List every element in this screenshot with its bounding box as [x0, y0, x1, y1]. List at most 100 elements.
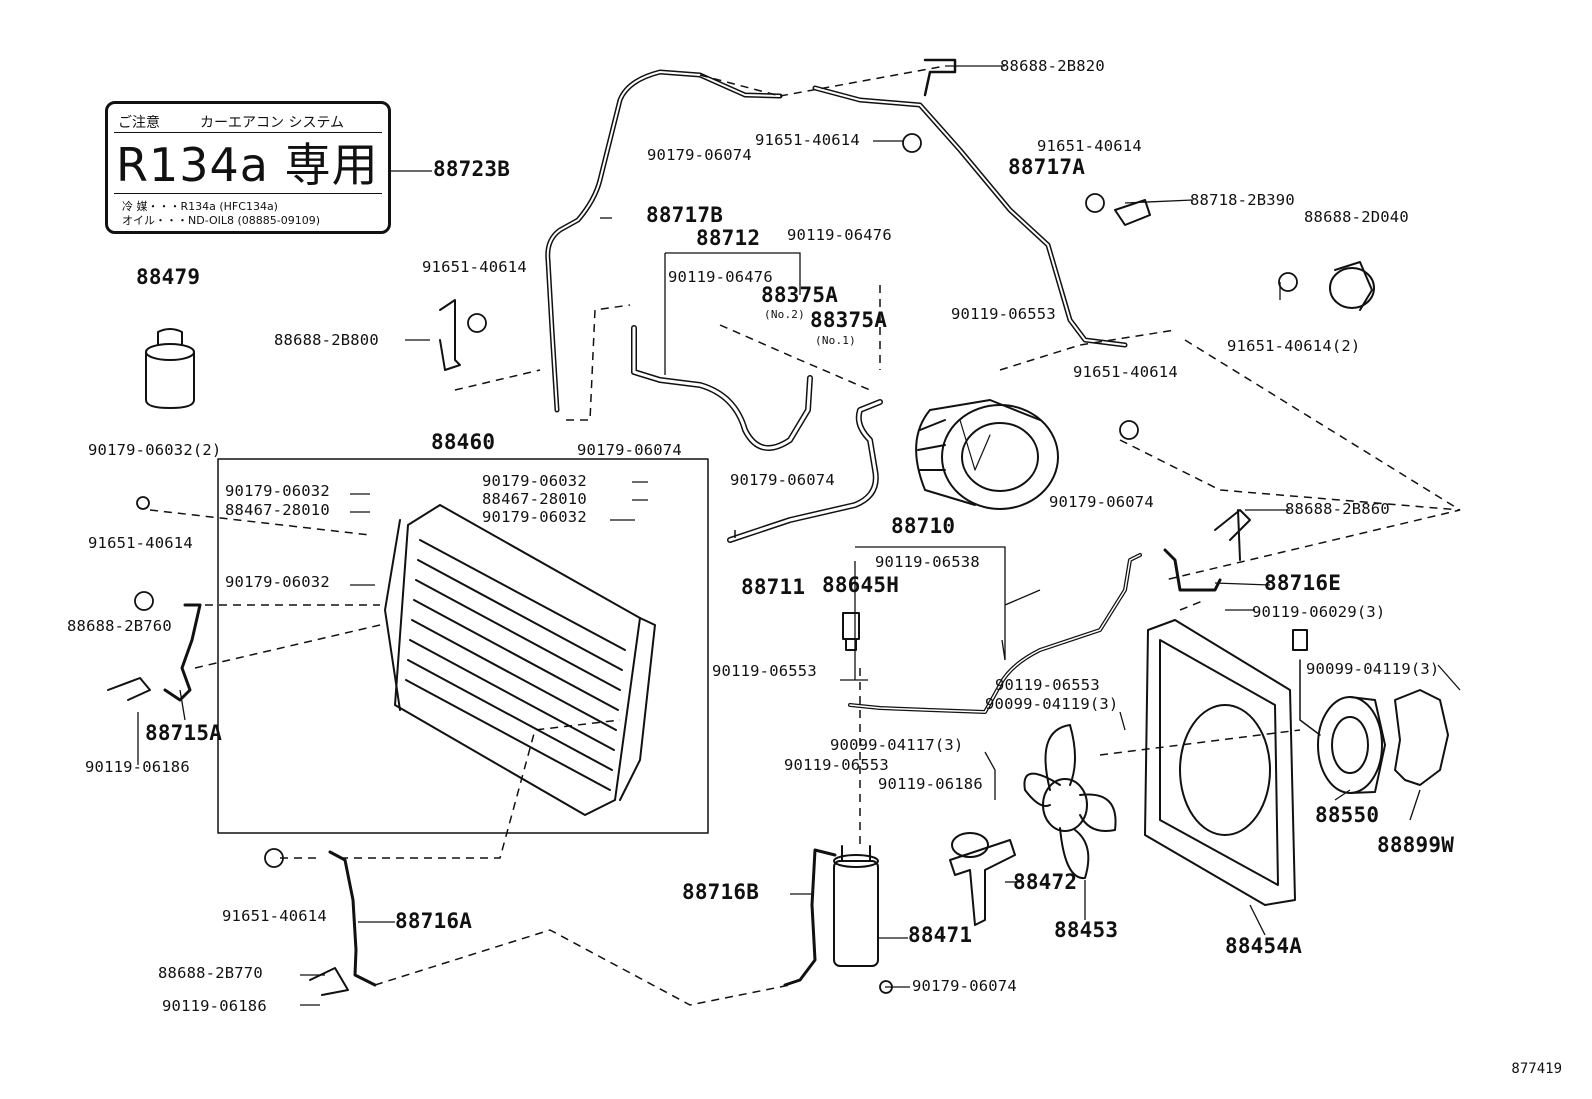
bolt-marker-icon — [902, 133, 922, 153]
part-label[interactable]: 88471 — [908, 923, 973, 947]
label-refrigerant-type: 冷 媒・・・R134a (HFC134a) — [122, 200, 278, 213]
part-label[interactable]: 90119-06186 — [162, 997, 267, 1015]
fan-shroud-88454A-icon — [1144, 619, 1296, 906]
part-label[interactable]: 88688-2B800 — [274, 331, 379, 349]
part-label[interactable]: 91651-40614 — [222, 907, 327, 925]
part-label[interactable]: 88717A — [1008, 155, 1086, 179]
part-label[interactable]: 90099-04119(3) — [985, 695, 1119, 713]
bolt-marker-icon — [134, 591, 154, 611]
condenser-icon — [384, 504, 656, 816]
part-label[interactable]: 90179-06032 — [482, 472, 587, 490]
part-label[interactable]: 91651-40614 — [88, 534, 193, 552]
part-label[interactable]: 88375A — [761, 283, 839, 307]
receiver-88471-icon — [833, 845, 879, 967]
nut-icon — [136, 496, 150, 510]
part-label[interactable]: 88716A — [395, 909, 473, 933]
clamp-88688-2D040-icon — [1329, 261, 1375, 311]
hose-88712-icon — [631, 325, 813, 451]
part-label[interactable]: 88715A — [145, 721, 223, 745]
label-system: カーエアコン システム — [200, 115, 345, 131]
pipe-88716E-icon — [1163, 548, 1222, 592]
motor-cover-88899W-icon — [1394, 689, 1449, 786]
part-label[interactable]: 91651-40614 — [1037, 137, 1142, 155]
bracket-88718-2B390-icon — [1114, 199, 1151, 226]
part-label[interactable]: 90179-06074 — [647, 146, 752, 164]
bolt-marker-icon — [467, 313, 487, 333]
part-label[interactable]: 90119-06029(3) — [1252, 603, 1386, 621]
part-label[interactable]: 91651-40614 — [755, 131, 860, 149]
part-label[interactable]: 90099-04117(3) — [830, 736, 964, 754]
pipe-88716B-icon — [783, 848, 837, 987]
fan-motor-88550-icon — [1292, 629, 1386, 794]
bracket-88688-2B820-icon — [923, 58, 957, 97]
part-label[interactable]: 90179-06074 — [912, 977, 1017, 995]
part-label[interactable]: 90099-04119(3) — [1306, 660, 1440, 678]
part-label[interactable]: 88688-2B770 — [158, 964, 263, 982]
bracket-88688-2B770-icon — [309, 967, 349, 996]
part-label[interactable]: 91651-40614 — [1073, 363, 1178, 381]
part-sublabel: (No.2) — [764, 308, 805, 321]
part-label[interactable]: 91651-40614 — [422, 258, 527, 276]
label-refrigerant-main: R134a 専用 — [116, 138, 379, 192]
fan-88453-icon — [1023, 724, 1117, 880]
bolt-marker-icon — [1119, 420, 1139, 440]
part-label[interactable]: 88688-2B860 — [1285, 500, 1390, 518]
part-label[interactable]: 90119-06538 — [875, 553, 980, 571]
part-label[interactable]: 90119-06553 — [784, 756, 889, 774]
part-label[interactable]: 88467-28010 — [225, 501, 330, 519]
part-sublabel: (No.1) — [815, 334, 856, 347]
part-label[interactable]: 90179-06032 — [225, 482, 330, 500]
part-label[interactable]: 90119-06553 — [951, 305, 1056, 323]
part-label[interactable]: 88453 — [1054, 918, 1119, 942]
part-label[interactable]: 88375A — [810, 308, 888, 332]
part-label[interactable]: 88479 — [136, 265, 201, 289]
part-label[interactable]: 90179-06074 — [577, 441, 682, 459]
fan-bracket-88472-icon — [949, 832, 1016, 926]
part-label[interactable]: 88550 — [1315, 803, 1380, 827]
part-label[interactable]: 90179-06074 — [730, 471, 835, 489]
part-label[interactable]: 88710 — [891, 514, 956, 538]
receiver-drier-icon — [145, 328, 195, 409]
part-label[interactable]: 88712 — [696, 226, 761, 250]
bolt-marker-icon — [1085, 193, 1105, 213]
part-label[interactable]: 88467-28010 — [482, 490, 587, 508]
label-caution: ご注意 — [118, 115, 160, 131]
part-label[interactable]: 88688-2B760 — [67, 617, 172, 635]
part-label[interactable]: 88688-2B820 — [1000, 57, 1105, 75]
part-label[interactable]: 90119-06476 — [668, 268, 773, 286]
label-oil-type: オイル・・・ND-OIL8 (08885-09109) — [122, 214, 321, 227]
pipe-88715A-icon — [163, 603, 202, 702]
part-label[interactable]: 88716E — [1264, 571, 1342, 595]
part-label[interactable]: 90179-06032(2) — [88, 441, 222, 459]
part-label[interactable]: 88716B — [682, 880, 760, 904]
part-label[interactable]: 90119-06553 — [995, 676, 1100, 694]
part-label[interactable]: 90119-06186 — [878, 775, 983, 793]
part-label[interactable]: 91651-40614(2) — [1227, 337, 1361, 355]
part-label[interactable]: 88718-2B390 — [1190, 191, 1295, 209]
part-label[interactable]: 88645H — [822, 573, 900, 597]
part-label[interactable]: 88717B — [646, 203, 724, 227]
part-label[interactable]: 90119-06476 — [787, 226, 892, 244]
part-label[interactable]: 90119-06186 — [85, 758, 190, 776]
pipe-88716A-icon — [328, 850, 377, 987]
part-label[interactable]: 88688-2D040 — [1304, 208, 1409, 226]
bolt-marker-icon — [1278, 272, 1298, 292]
part-label[interactable]: 90179-06032 — [482, 508, 587, 526]
compressor-icon — [915, 399, 1059, 510]
condenser-group-box — [217, 458, 709, 834]
part-label[interactable]: 90179-06032 — [225, 573, 330, 591]
part-label[interactable]: 88454A — [1225, 934, 1303, 958]
part-label[interactable]: 90119-06553 — [712, 662, 817, 680]
part-label[interactable]: 88460 — [431, 430, 496, 454]
bracket-88688-2B860-icon — [1214, 509, 1251, 561]
part-label[interactable]: 88723B — [433, 157, 511, 181]
refrigerant-label-card: ご注意 カーエアコン システム R134a 専用 冷 媒・・・R134a (HF… — [105, 101, 391, 234]
part-label[interactable]: 88899W — [1377, 833, 1455, 857]
bracket-88688-2B760-icon — [107, 677, 151, 701]
part-label[interactable]: 88711 — [741, 575, 806, 599]
pressure-switch-icon — [842, 612, 860, 651]
part-label[interactable]: 88472 — [1013, 870, 1078, 894]
part-label[interactable]: 90179-06074 — [1049, 493, 1154, 511]
label-divider — [114, 193, 382, 194]
